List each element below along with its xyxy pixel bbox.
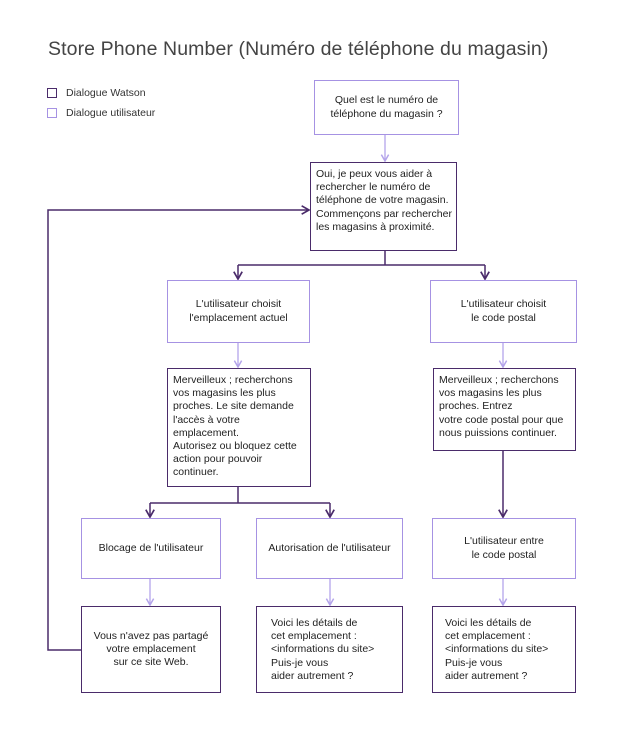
node-watson-location-request: Merveilleux ; recherchons vos magasins l… [167,368,311,487]
legend-watson-label: Dialogue Watson [66,87,146,99]
node-watson-postal-request: Merveilleux ; recherchons vos magasins l… [433,368,576,451]
node-watson-details-allow: Voici les détails de cet emplacement : <… [256,606,403,693]
legend-user: Dialogue utilisateur [47,107,155,119]
legend-user-swatch [47,108,57,118]
node-watson-not-shared: Vous n'avez pas partagé votre emplacemen… [81,606,221,693]
node-user-allow: Autorisation de l'utilisateur [256,518,403,579]
node-user-enters-postal: L'utilisateur entre le code postal [432,518,576,579]
node-user-postal-code: L'utilisateur choisit le code postal [430,280,577,343]
diagram-title: Store Phone Number (Numéro de téléphone … [48,38,549,60]
legend-watson: Dialogue Watson [47,87,146,99]
arrow-loop-back-to-intro [47,205,311,651]
node-watson-intro: Oui, je peux vous aider à rechercher le … [310,162,457,251]
legend-user-label: Dialogue utilisateur [66,107,156,119]
legend-watson-swatch [47,88,57,98]
node-user-question: Quel est le numéro de téléphone du magas… [314,80,459,135]
node-user-block: Blocage de l'utilisateur [81,518,221,579]
node-watson-details-postal: Voici les détails de cet emplacement : <… [432,606,576,693]
node-user-current-location: L'utilisateur choisit l'emplacement actu… [167,280,310,343]
